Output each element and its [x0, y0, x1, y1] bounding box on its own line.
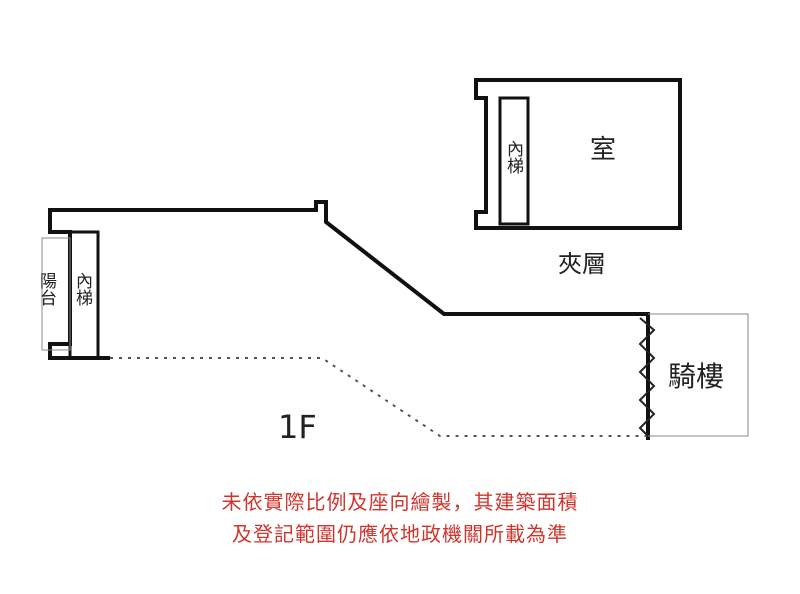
ground-floor-dashed-boundary	[110, 357, 648, 437]
zigzag-break-line	[638, 317, 656, 437]
arcade-label: 騎樓	[668, 360, 724, 393]
ground-floor-outer-wall	[48, 200, 650, 440]
disclaimer-line-2: 及登記範圍仍應依地政機關所載為準	[232, 522, 568, 546]
balcony-label: 陽台	[36, 272, 56, 306]
arcade-boundary	[648, 313, 749, 437]
disclaimer-line-1: 未依實際比例及座向繪製，其建築面積	[221, 490, 579, 514]
balcony-boundary	[41, 237, 71, 351]
mezzanine-room-label: 室	[590, 135, 616, 165]
mezzanine-label: 夾層	[558, 250, 606, 278]
floor-label: 1F	[278, 408, 317, 446]
mezzanine-stair-label: 內梯	[503, 140, 524, 174]
mezzanine-room-outline	[474, 78, 682, 230]
ground-stair-label: 內梯	[72, 272, 93, 306]
